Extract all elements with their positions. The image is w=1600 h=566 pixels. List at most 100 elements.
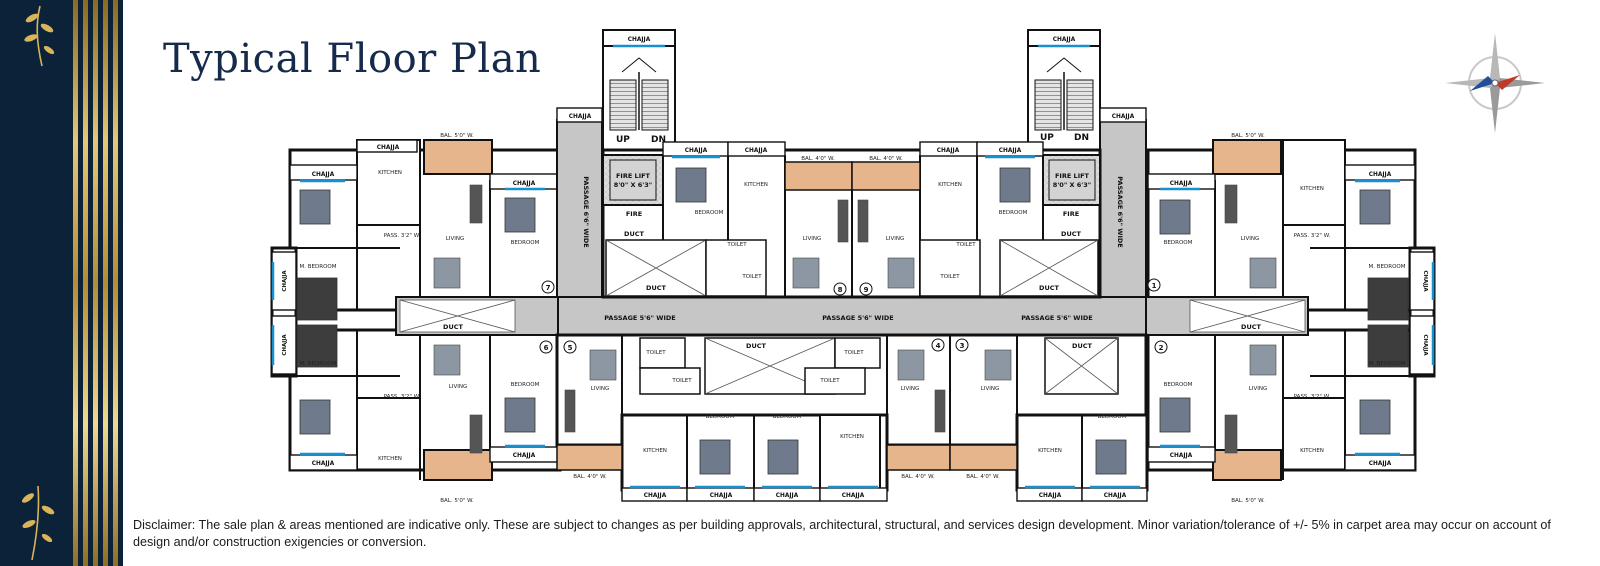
chajja-label: CHAJJA [377, 145, 400, 151]
leaf-branch-icon [24, 5, 55, 67]
unit-number: 2 [1159, 344, 1164, 352]
chajja-label: CHAJJA [628, 37, 651, 43]
chajja-label: CHAJJA [282, 334, 288, 356]
chajja-label: CHAJJA [685, 148, 708, 154]
svg-text:BEDROOM: BEDROOM [1164, 382, 1193, 388]
duct-label: DUCT [1061, 230, 1081, 238]
chajja-label: CHAJJA [1104, 493, 1127, 499]
svg-text:TOILET: TOILET [955, 242, 976, 248]
svg-text:TOILET: TOILET [819, 378, 840, 384]
furniture-beds [296, 167, 1409, 475]
chajja-label: CHAJJA [1039, 493, 1062, 499]
staircase-left [602, 29, 676, 151]
svg-text:BAL. 5'0" W.: BAL. 5'0" W. [440, 133, 474, 139]
fire-label: FIRE [626, 210, 642, 218]
svg-text:TOILET: TOILET [726, 242, 747, 248]
page-title: Typical Floor Plan [163, 36, 542, 82]
unit-markers [539, 278, 1168, 354]
svg-text:LIVING: LIVING [446, 236, 464, 242]
unit-number: 4 [936, 342, 941, 350]
svg-text:BEDROOM: BEDROOM [706, 414, 735, 420]
svg-text:LIVING: LIVING [803, 236, 821, 242]
chajja-label: CHAJJA [1170, 181, 1193, 187]
svg-text:LIVING: LIVING [901, 386, 919, 392]
compass-rose-icon [1445, 33, 1545, 133]
svg-text:BAL. 4'0" W.: BAL. 4'0" W. [801, 156, 835, 162]
svg-text:BEDROOM: BEDROOM [999, 210, 1028, 216]
passage-label: PASSAGE 6'6" WIDE [1116, 176, 1124, 247]
passage-label: PASSAGE 5'6" WIDE [822, 314, 893, 322]
duct-label: DUCT [1241, 323, 1261, 331]
disclaimer-text: Disclaimer: The sale plan & areas mentio… [133, 518, 1551, 549]
chajja-label: CHAJJA [312, 461, 335, 467]
stair-up-label: UP [616, 135, 630, 145]
svg-text:BEDROOM: BEDROOM [1098, 414, 1127, 420]
svg-text:LIVING: LIVING [1241, 236, 1259, 242]
svg-text:BAL. 5'0" W.: BAL. 5'0" W. [440, 498, 474, 504]
svg-text:M. BEDROOM: M. BEDROOM [1369, 264, 1406, 270]
svg-text:BAL. 4'0" W.: BAL. 4'0" W. [573, 474, 607, 480]
svg-text:KITCHEN: KITCHEN [378, 170, 402, 176]
svg-text:BEDROOM: BEDROOM [773, 414, 802, 420]
chajja-label: CHAJJA [710, 493, 733, 499]
chajja-label: CHAJJA [1369, 461, 1392, 467]
svg-text:KITCHEN: KITCHEN [1300, 448, 1324, 454]
svg-text:BAL. 4'0" W.: BAL. 4'0" W. [966, 474, 1000, 480]
svg-text:TOILET: TOILET [939, 274, 960, 280]
chajja-label: CHAJJA [1369, 172, 1392, 178]
chajja-label: CHAJJA [282, 270, 288, 292]
chajja-label: CHAJJA [1170, 453, 1193, 459]
duct-label: DUCT [1039, 284, 1059, 292]
svg-text:BAL. 4'0" W.: BAL. 4'0" W. [901, 474, 935, 480]
unit-number: 1 [1152, 282, 1157, 290]
svg-text:PASS. 3'2" W.: PASS. 3'2" W. [384, 233, 421, 239]
windows [271, 44, 1435, 489]
fire-lift-size: 8'0" X 6'3" [614, 181, 652, 189]
leaf-branch-icon [22, 485, 55, 561]
svg-text:TOILET: TOILET [645, 350, 666, 356]
svg-text:LIVING: LIVING [591, 386, 609, 392]
unit-number: 5 [568, 344, 573, 352]
chajja-label: CHAJJA [1422, 334, 1428, 356]
duct-label: DUCT [443, 323, 463, 331]
svg-text:LIVING: LIVING [981, 386, 999, 392]
stair-down-label: DN [651, 135, 666, 145]
core-top [556, 107, 1147, 299]
svg-text:BAL. 5'0" W.: BAL. 5'0" W. [1231, 498, 1265, 504]
core-bottom [555, 333, 1149, 502]
side-ducts [399, 299, 1306, 333]
svg-text:KITCHEN: KITCHEN [744, 182, 768, 188]
duct-label: DUCT [746, 342, 766, 350]
svg-text:KITCHEN: KITCHEN [1038, 448, 1062, 454]
passage-label: PASSAGE 5'6" WIDE [604, 314, 675, 322]
chajja-label: CHAJJA [1112, 114, 1135, 120]
svg-text:BEDROOM: BEDROOM [511, 240, 540, 246]
duct-label: DUCT [624, 230, 644, 238]
svg-text:TOILET: TOILET [741, 274, 762, 280]
svg-text:KITCHEN: KITCHEN [643, 448, 667, 454]
unit-number: 7 [546, 284, 551, 292]
svg-text:M. BEDROOM: M. BEDROOM [300, 264, 337, 270]
stair-up-label: UP [1040, 133, 1054, 143]
duct-label: DUCT [646, 284, 666, 292]
furniture-living [433, 184, 1277, 454]
duct-label: DUCT [1072, 342, 1092, 350]
svg-text:PASS. 3'2" W.: PASS. 3'2" W. [1294, 394, 1331, 400]
svg-text:TOILET: TOILET [671, 378, 692, 384]
chajja-label: CHAJJA [1422, 270, 1428, 292]
svg-text:KITCHEN: KITCHEN [1300, 186, 1324, 192]
chajja-label: CHAJJA [1053, 37, 1076, 43]
unit-number: 8 [838, 286, 843, 294]
decorative-sidebar [0, 0, 123, 566]
chajja-label: CHAJJA [513, 453, 536, 459]
unit-number: 3 [960, 342, 965, 350]
unit-number: 9 [864, 286, 869, 294]
chajja-label: CHAJJA [569, 114, 592, 120]
staircase-right [1027, 29, 1101, 151]
svg-text:KITCHEN: KITCHEN [840, 434, 864, 440]
chajja-labels: CHAJJA CHAJJA CHAJJA CHAJJA CHAJJA CHAJJ… [312, 37, 1392, 499]
chajja-label: CHAJJA [644, 493, 667, 499]
chajja-label: CHAJJA [513, 181, 536, 187]
svg-text:BAL. 5'0" W.: BAL. 5'0" W. [1231, 133, 1265, 139]
